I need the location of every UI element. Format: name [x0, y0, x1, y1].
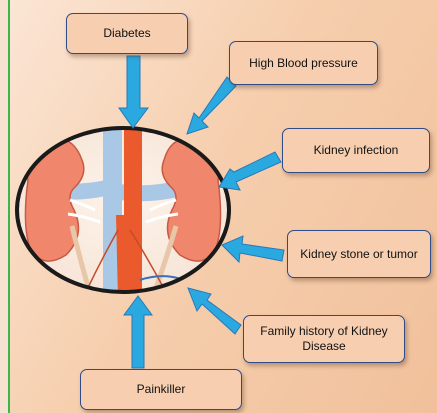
arrow-diabetes [119, 56, 148, 128]
arrow-kidney-stone [222, 236, 284, 262]
arrow-high-blood-pressure [187, 77, 236, 134]
cause-box-kidney-infection: Kidney infection [282, 128, 430, 173]
cause-label-diabetes: Diabetes [103, 26, 150, 41]
cause-label-high-blood-pressure: High Blood pressure [249, 56, 358, 71]
arrow-kidney-infection [219, 152, 281, 190]
cause-label-family-history: Family history of Kidney Disease [250, 324, 398, 354]
cause-box-high-blood-pressure: High Blood pressure [229, 41, 378, 85]
cause-label-painkiller: Painkiller [137, 382, 186, 397]
cause-box-diabetes: Diabetes [66, 13, 188, 54]
cause-box-family-history: Family history of Kidney Disease [243, 315, 405, 363]
cause-box-kidney-stone: Kidney stone or tumor [287, 230, 431, 278]
cause-label-kidney-stone: Kidney stone or tumor [300, 247, 417, 262]
arrow-family-history [188, 288, 241, 334]
kidney-illustration [17, 120, 229, 300]
cause-box-painkiller: Painkiller [80, 369, 242, 410]
arrow-painkiller [124, 296, 152, 368]
cause-label-kidney-infection: Kidney infection [314, 143, 399, 158]
aorta-lower [116, 215, 136, 300]
